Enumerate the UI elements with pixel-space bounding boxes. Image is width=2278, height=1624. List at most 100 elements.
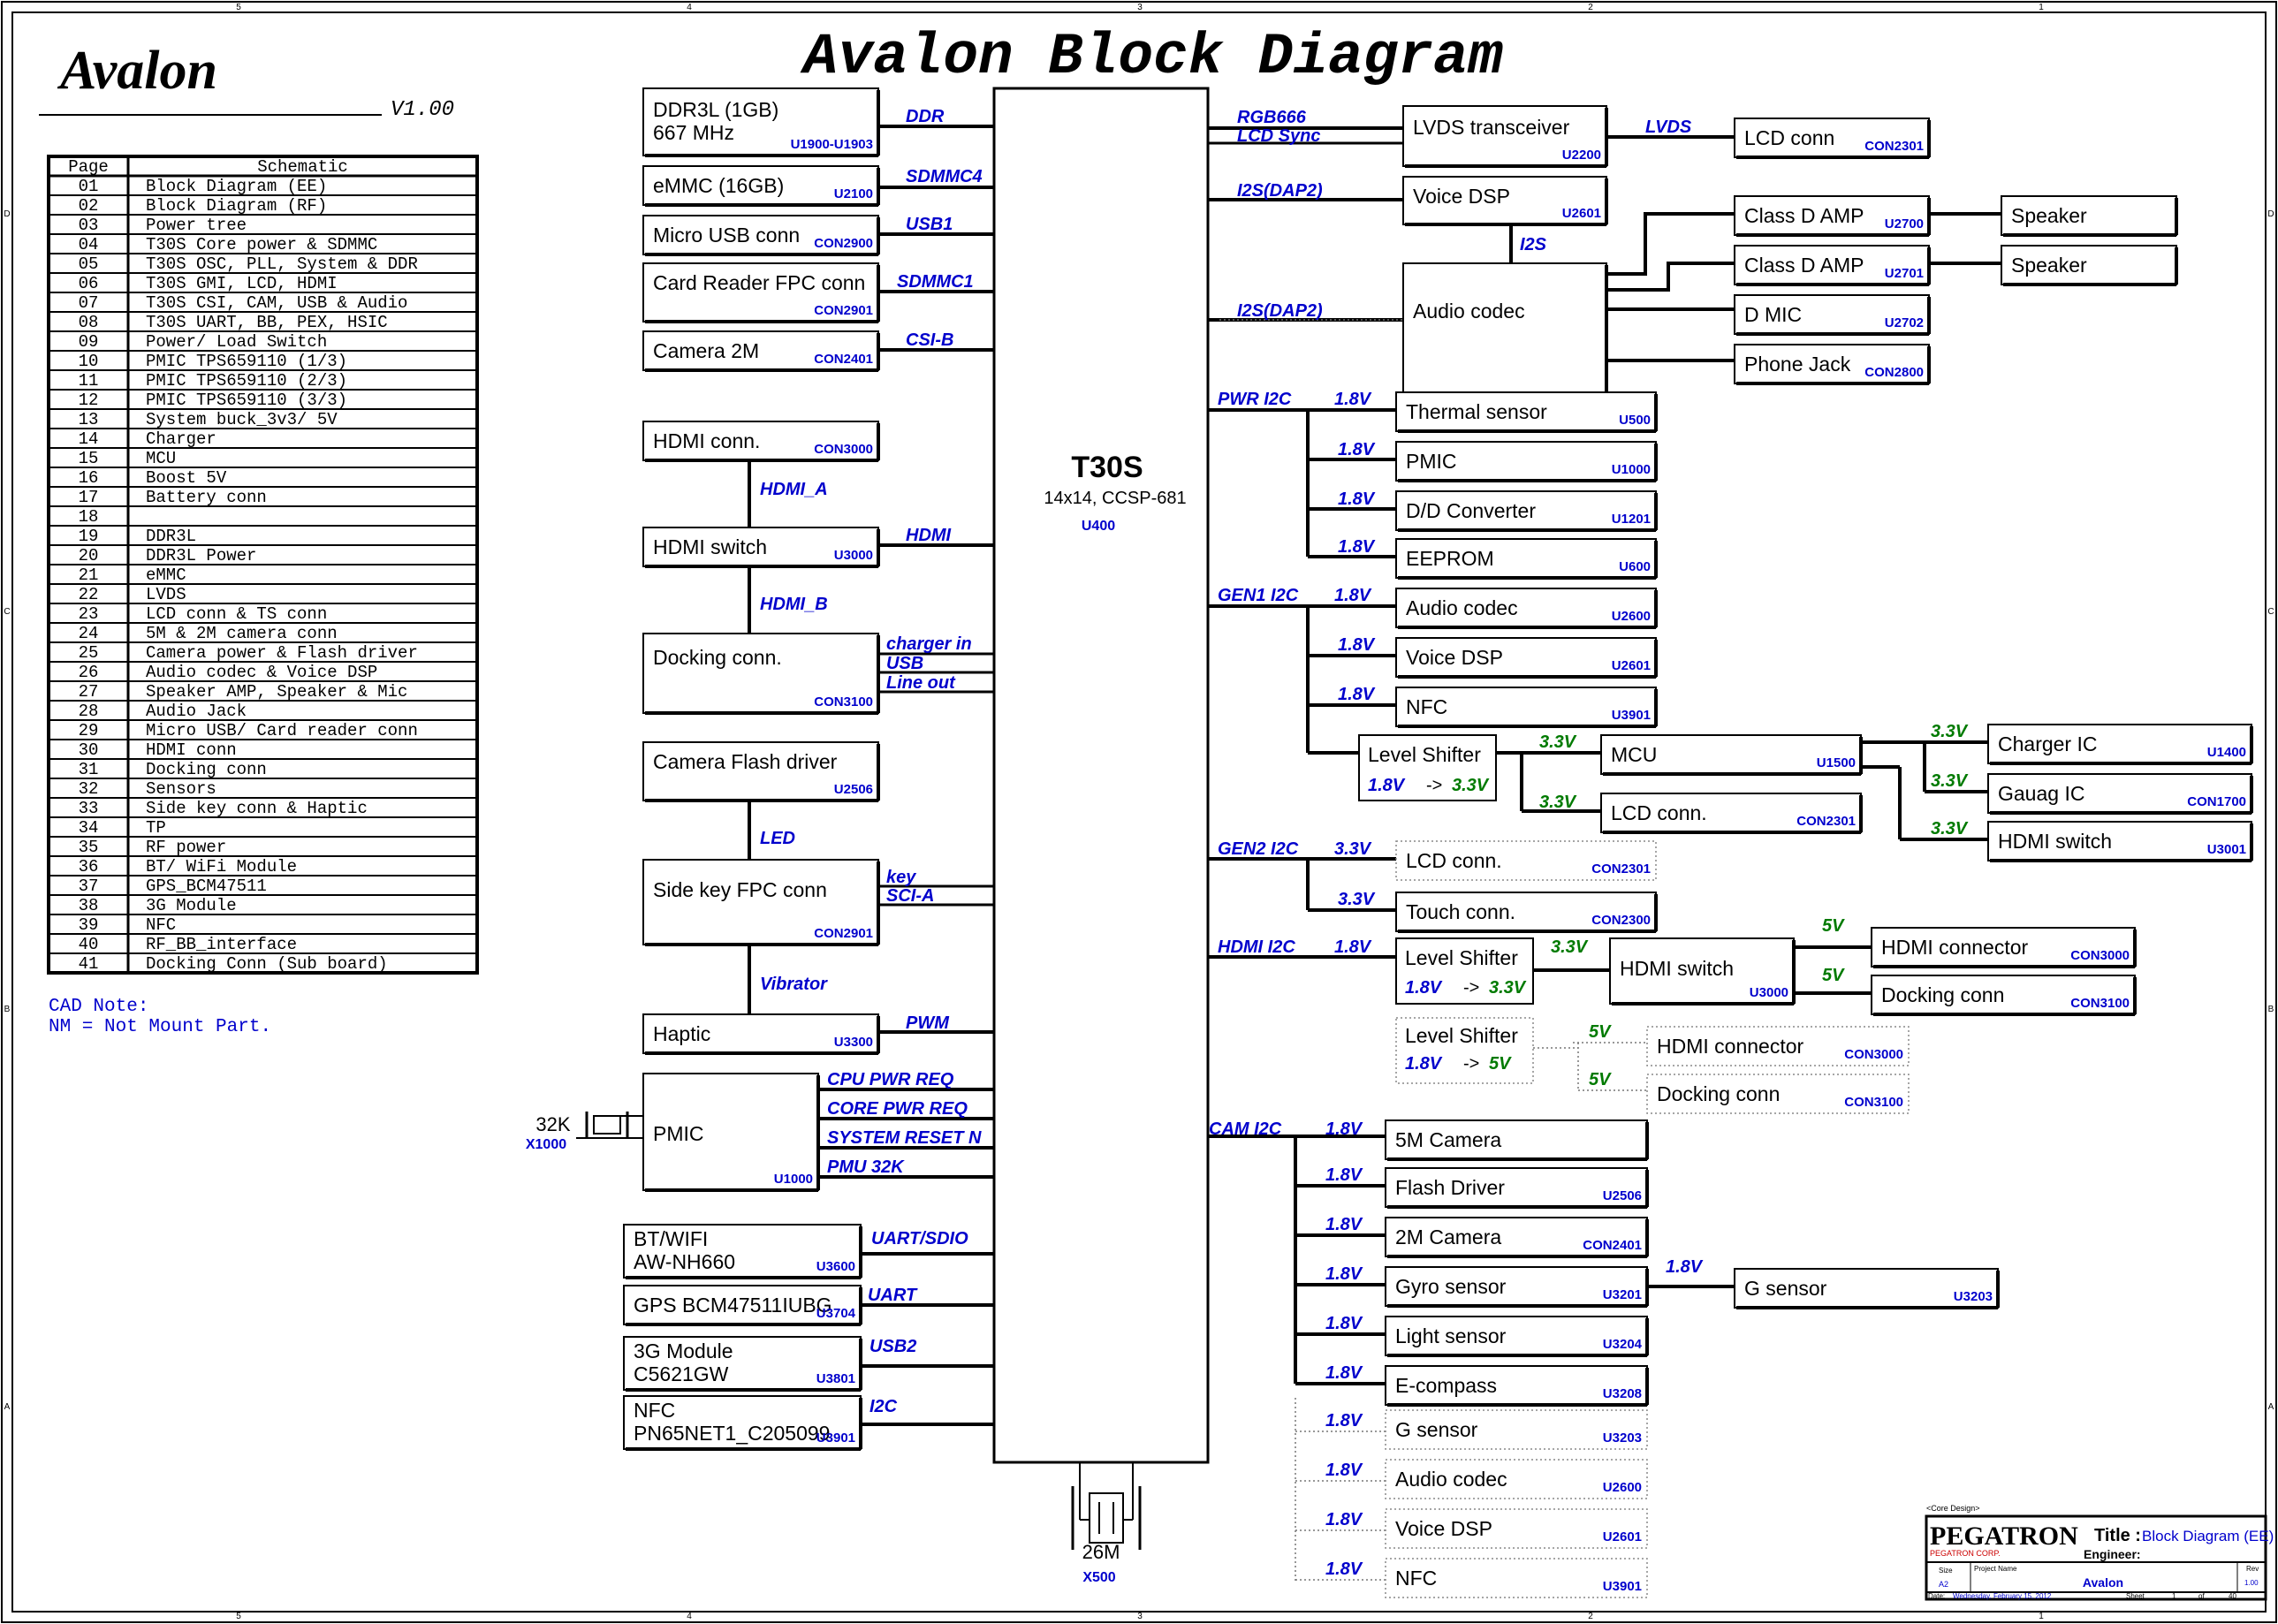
level-shifter-2-label: Level Shifter [1405, 946, 1518, 969]
lvds-label: LVDS [1645, 118, 1692, 137]
hdmi-conn-block-label: HDMI conn. [653, 429, 760, 452]
toc-page-number: 04 [79, 235, 99, 254]
toc-schematic-name: PMIC TPS659110 (1/3) [146, 352, 347, 371]
toc-page-number: 17 [79, 488, 99, 507]
d-mic-block [1734, 294, 1930, 335]
charger-v: 3.3V [1931, 722, 1969, 741]
dd-converter-ref: U1201 [1612, 512, 1651, 527]
audio-codec-block-label: Audio codec [1413, 300, 1525, 323]
toc-schematic-name: Docking Conn (Sub board) [146, 954, 388, 974]
frame-row-right: A [2268, 1402, 2274, 1412]
amp2-wire [1606, 262, 1735, 292]
toc-page-number: 25 [79, 643, 99, 663]
lvds-block-ref: U2200 [1562, 148, 1601, 163]
toc-schematic-name: T30S UART, BB, PEX, HSIC [146, 313, 388, 332]
toc-page-number: 19 [79, 527, 99, 546]
level-shifter-2 [1395, 937, 1534, 1005]
project-label: Project Name [1974, 1565, 2017, 1573]
toc-schematic-name: T30S CSI, CAM, USB & Audio [146, 293, 407, 313]
charger-in-signal: charger in [886, 634, 972, 654]
rev-label: Rev [2246, 1565, 2259, 1573]
frame-row-right: D [2267, 209, 2274, 219]
phone-jack-block [1734, 344, 1930, 384]
toc-schematic-name: TP [146, 818, 166, 838]
ddr-block-ref: U1900-U1903 [791, 137, 873, 152]
frame-row-left: D [4, 209, 10, 219]
rgb666-label: RGB666 [1237, 108, 1307, 127]
toc-schematic-name: Boost 5V [146, 468, 227, 488]
dock-usb-signal: USB [886, 654, 923, 673]
docking-conn-3 [1646, 1074, 1910, 1114]
dashed-device-1-ref: U2600 [1603, 1480, 1642, 1495]
btwifi-block-label2: AW-NH660 [634, 1250, 735, 1273]
voice-dsp-block [1402, 176, 1607, 225]
cam-branch-v: 1.8V [1325, 1215, 1363, 1234]
lcd-conn-2-ref: CON2301 [1796, 814, 1856, 829]
project-value: Avalon [2083, 1575, 2123, 1590]
card-reader-block-ref: CON2901 [814, 303, 873, 318]
emmc-block-ref: U2100 [834, 186, 873, 201]
hdmi-conn-block-ref: CON3000 [814, 442, 873, 457]
hdmi-connector-2-ref: CON3000 [1844, 1047, 1903, 1062]
ls3-in: 1.8V [1405, 1054, 1443, 1074]
ls3-hdmi-v: 5V [1589, 1022, 1612, 1042]
led-label: LED [760, 829, 795, 848]
lcd-conn-3-ref: CON2301 [1591, 861, 1651, 877]
toc-page-number: 33 [79, 799, 99, 818]
toc-page-number: 37 [79, 877, 99, 896]
level-shifter-1-label: Level Shifter [1368, 743, 1481, 766]
gsensor-v: 1.8V [1666, 1257, 1704, 1277]
toc-page-number: 40 [79, 935, 99, 954]
toc-page-number: 32 [79, 779, 99, 799]
card-reader-block-label: Card Reader FPC conn [653, 271, 865, 294]
cam-i2c-device-0-label: Flash Driver [1395, 1176, 1505, 1199]
toc-page-number: 18 [79, 507, 99, 527]
pmic-right [1395, 441, 1657, 482]
ddr-block-label2: 667 MHz [653, 121, 734, 144]
pmic-signal: SYSTEM RESET N [827, 1128, 982, 1148]
ddr-signal: DDR [906, 107, 945, 126]
level-shifter-3 [1395, 1017, 1534, 1084]
cam-i2c-device-2 [1385, 1266, 1648, 1307]
toc-page-number: 38 [79, 896, 99, 915]
5m-camera-label: 5M Camera [1395, 1128, 1501, 1151]
mcu-v: 3.3V [1539, 732, 1577, 752]
cam-i2c-device-4-label: E-compass [1395, 1374, 1497, 1397]
rev-value: 1.00 [2244, 1579, 2259, 1587]
i2s-dap2-label: I2S(DAP2) [1237, 181, 1323, 201]
hdmi-switch-block-label: HDMI switch [653, 535, 767, 558]
dashed-device-1-label: Audio codec [1395, 1468, 1507, 1491]
g-sensor-1-label: G sensor [1744, 1277, 1827, 1300]
side-key-block [642, 859, 879, 945]
title-label: Title : [2094, 1526, 2141, 1545]
sdmmc1-signal: SDMMC1 [897, 272, 974, 292]
i2c-signal: I2C [869, 1397, 898, 1416]
pmic-signal: PMU 32K [827, 1157, 905, 1177]
nfc-left-block-label2: PN65NET1_C205099 [634, 1422, 830, 1445]
camera-flash-block-ref: U2506 [834, 782, 873, 797]
docking-conn-2-ref: CON3100 [2070, 996, 2130, 1011]
3g-block-label2: C5621GW [634, 1362, 729, 1385]
toc-schematic-name: Sensors [146, 779, 216, 799]
cam-dashed-v: 1.8V [1325, 1559, 1363, 1579]
gauge-v: 3.3V [1931, 771, 1969, 791]
camera-flash-block-label: Camera Flash driver [653, 750, 838, 773]
toc-header-schematic: Schematic [257, 157, 348, 177]
micro-usb-block-ref: CON2900 [814, 236, 873, 251]
frame-col-bottom: 4 [687, 1612, 692, 1621]
toc-schematic-name: T30S OSC, PLL, System & DDR [146, 254, 418, 274]
lcd-conn-2 [1600, 793, 1862, 833]
sdmmc4-signal: SDMMC4 [906, 167, 983, 186]
project-title: Avalon [57, 41, 217, 101]
brand-logo: PEGATRON [1930, 1522, 2078, 1551]
ls1-in: 1.8V [1368, 776, 1406, 795]
dashed-device-0 [1385, 1409, 1648, 1450]
toc-page-number: 22 [79, 585, 99, 604]
cam-i2c-label: CAM I2C [1209, 1119, 1282, 1139]
d-mic-block-ref: U2702 [1885, 315, 1924, 330]
toc-schematic-name: System buck_3v3/ 5V [146, 410, 338, 429]
size-value: A2 [1939, 1580, 1948, 1589]
cad-note-text: NM = Not Mount Part. [49, 1017, 271, 1037]
toc-schematic-name: eMMC [146, 565, 186, 585]
